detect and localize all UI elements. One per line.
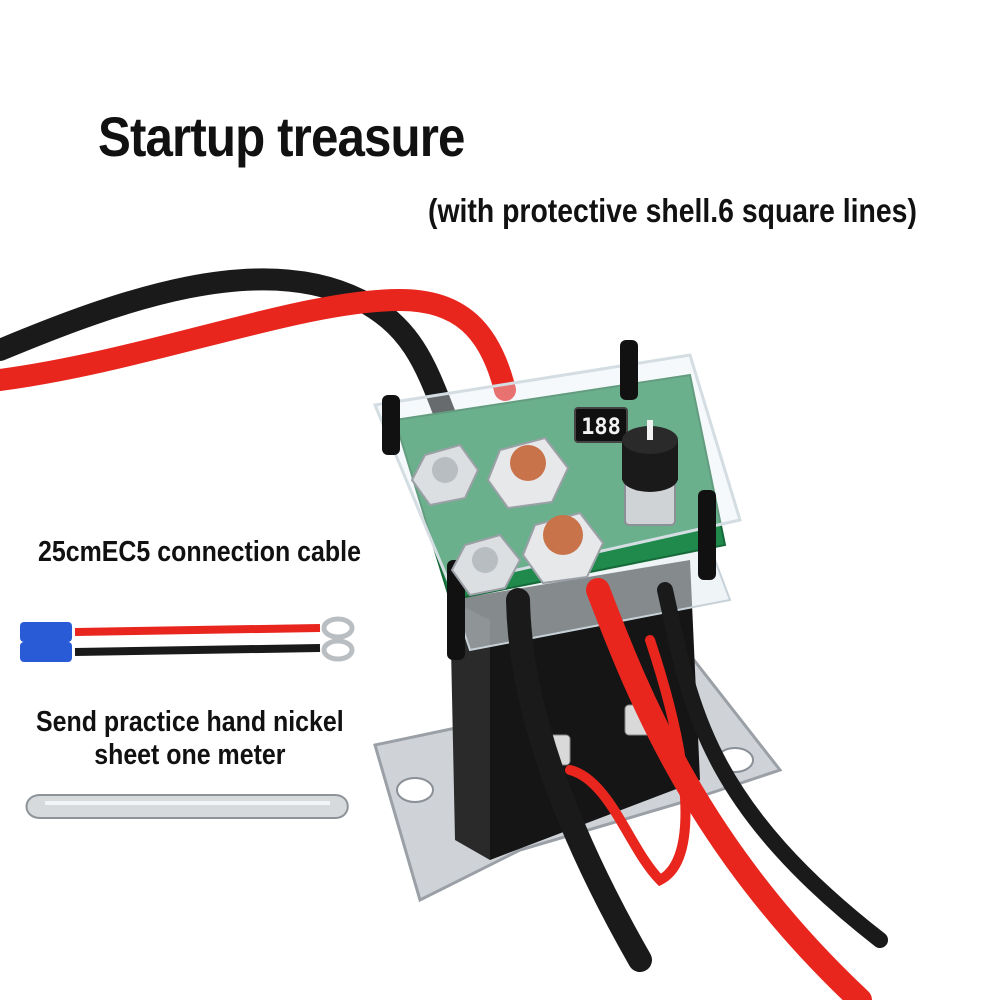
- red-cable-loop: [565, 635, 691, 887]
- black-cable-lower: [506, 588, 652, 972]
- black-cable-side: [657, 582, 888, 948]
- black-cable-top: [0, 268, 466, 451]
- ec5-connector-icon: [20, 622, 72, 642]
- page-subtitle: (with protective shell.6 square lines): [428, 192, 917, 229]
- nickel-caption-line1: Send practice hand nickel: [36, 706, 344, 738]
- page-title: Startup treasure: [98, 105, 465, 168]
- red-cable-top: [0, 288, 516, 401]
- cable-caption: 25cmEC5 connection cable: [38, 536, 361, 568]
- nickel-strip-accessory: [25, 794, 349, 819]
- silver-terminals: [410, 443, 522, 597]
- copper-electrodes: [486, 436, 605, 585]
- ec5-cable-accessory: [20, 616, 355, 662]
- digital-display: 188: [574, 407, 628, 443]
- standoff-posts: [382, 340, 716, 660]
- nickel-caption-line2: sheet one meter: [94, 739, 286, 771]
- display-reading: 188: [581, 415, 621, 440]
- nickel-caption: Send practice hand nickel sheet one mete…: [36, 706, 344, 772]
- adjust-knob-icon: [622, 420, 678, 526]
